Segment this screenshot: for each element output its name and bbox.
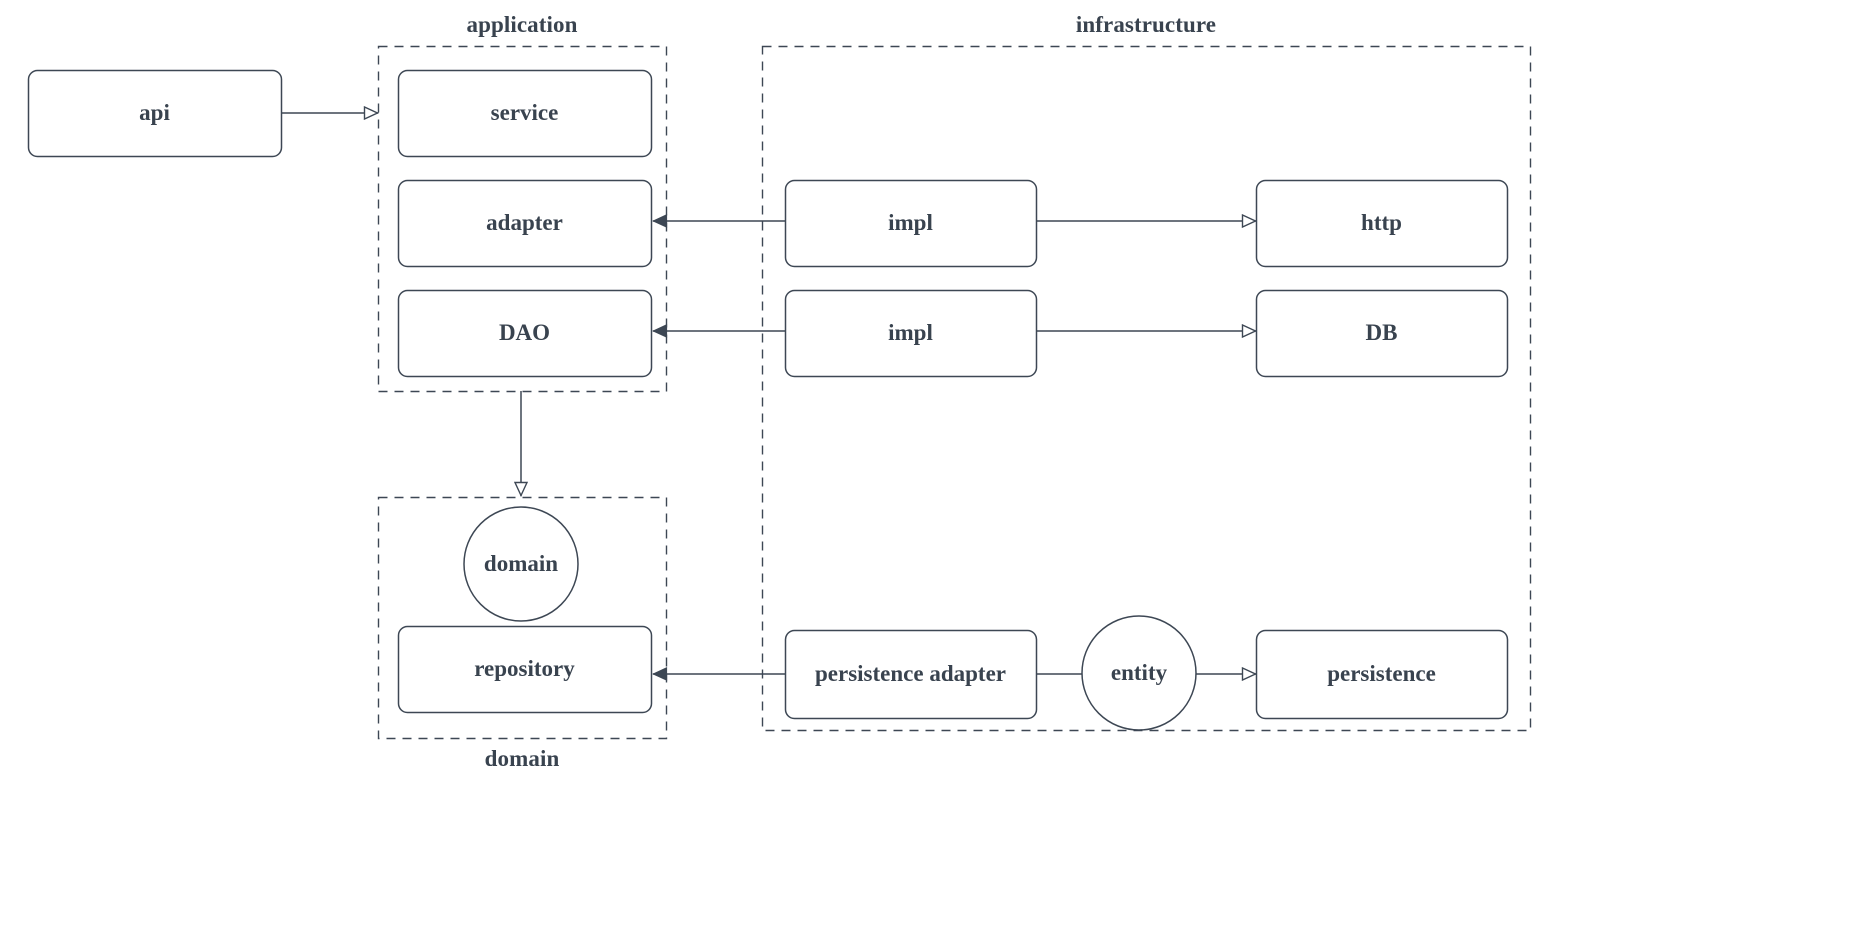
node-service[interactable] — [398, 70, 651, 156]
node-persistence-adapter[interactable] — [785, 630, 1036, 718]
node-shape-persistence[interactable] — [1255, 629, 1509, 720]
node-shape-domain-circle[interactable] — [463, 506, 579, 622]
node-entity-circle[interactable] — [1082, 616, 1196, 730]
node-shape-dao[interactable] — [397, 289, 653, 378]
node-shape-repository[interactable] — [397, 625, 653, 714]
group-box-domain — [377, 496, 668, 740]
node-shape-impl-db[interactable] — [784, 289, 1038, 378]
group-label-infrastructure: infrastructure — [1075, 12, 1217, 37]
node-dao[interactable] — [398, 290, 651, 376]
group-containers — [377, 45, 1532, 740]
node-shape-entity-circle[interactable] — [1081, 615, 1197, 731]
node-shape-adapter[interactable] — [397, 179, 653, 268]
node-http[interactable] — [1256, 180, 1507, 266]
group-box-infrastructure — [761, 45, 1532, 732]
group-label-application: application — [466, 12, 578, 37]
node-persistence[interactable] — [1256, 630, 1507, 718]
node-impl-db[interactable] — [785, 290, 1036, 376]
node-api[interactable] — [28, 70, 281, 156]
node-shape-service[interactable] — [397, 69, 653, 158]
group-box-application — [377, 45, 668, 393]
node-impl-http[interactable] — [785, 180, 1036, 266]
node-adapter[interactable] — [398, 180, 651, 266]
node-domain-circle[interactable] — [464, 507, 578, 621]
node-shape-db[interactable] — [1255, 289, 1509, 378]
node-shapes — [27, 69, 1509, 731]
group-label-domain: domain — [484, 746, 560, 771]
node-shape-api[interactable] — [27, 69, 283, 158]
node-shape-persistence-adapter[interactable] — [784, 629, 1038, 720]
edge-connectors — [281, 113, 1256, 674]
node-shape-http[interactable] — [1255, 179, 1509, 268]
node-repository[interactable] — [398, 626, 651, 712]
node-db[interactable] — [1256, 290, 1507, 376]
node-shape-impl-http[interactable] — [784, 179, 1038, 268]
